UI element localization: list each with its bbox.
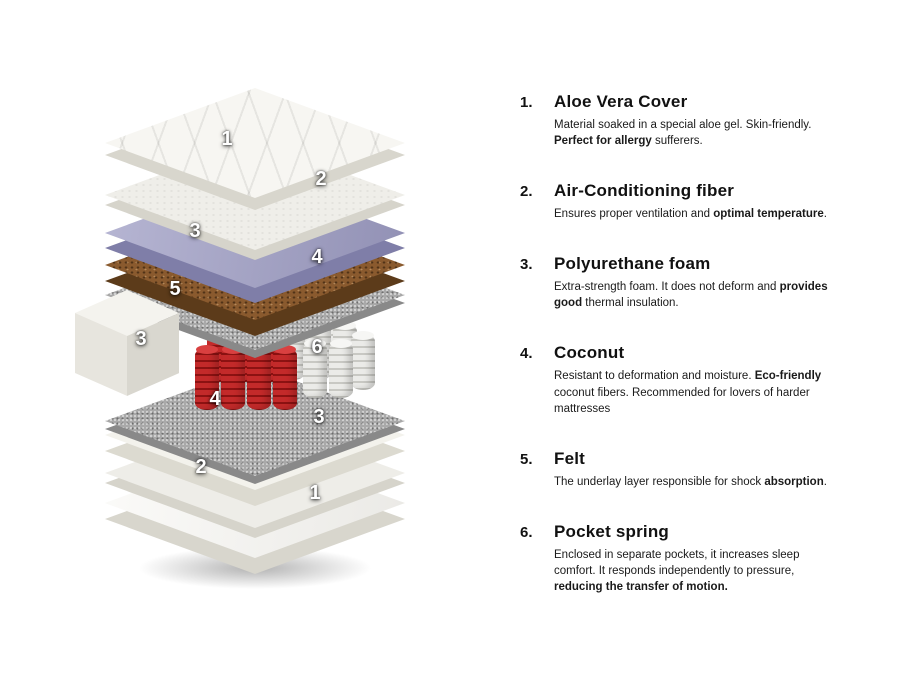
layer-aloe-vera-cover xyxy=(105,88,405,198)
legend-item-title: Aloe Vera Cover xyxy=(554,92,688,111)
legend-item-number: 3. xyxy=(520,256,533,274)
pocket-spring-white xyxy=(329,339,353,398)
legend-item-title: Felt xyxy=(554,448,586,468)
layer-number-label: 4 xyxy=(311,246,323,268)
legend-item-title: Coconut xyxy=(554,343,625,363)
legend-item-title: Air-Conditioning fiber xyxy=(554,181,735,201)
mattress-exploded-diagram: 1 2 3 4 5 3 6 4 3 2 1 xyxy=(45,78,485,608)
legend-item-description: Ensures proper ventilation and optimal t… xyxy=(554,208,827,221)
layer-number-label: 1 xyxy=(221,128,233,150)
legend: 1. Aloe Vera Cover Material soaked in a … xyxy=(520,92,840,627)
layer-number-label: 5 xyxy=(169,278,181,300)
layer-number-label: 2 xyxy=(315,168,327,190)
legend-item-polyurethane-foam: 3. Polyurethane foam Extra-strength foam… xyxy=(520,254,840,311)
legend-item-description: Enclosed in separate pockets, it increas… xyxy=(554,548,800,594)
legend-item-description: The underlay layer responsible for shock… xyxy=(554,475,827,488)
legend-item-number: 2. xyxy=(520,183,533,201)
pocket-spring-red xyxy=(247,345,271,410)
legend-item-number: 1. xyxy=(520,94,533,111)
pocket-spring-red xyxy=(273,345,297,410)
legend-item-number: 4. xyxy=(520,345,533,363)
foam-cube xyxy=(75,290,179,402)
layer-number-label: 2 xyxy=(195,456,207,478)
legend-item-aloe-vera-cover: 1. Aloe Vera Cover Material soaked in a … xyxy=(520,92,840,149)
layer-number-label: 6 xyxy=(311,336,323,358)
legend-item-description: Extra-strength foam. It does not deform … xyxy=(554,281,828,310)
legend-item-felt: 5. Felt The underlay layer responsible f… xyxy=(520,449,840,490)
layer-number-label: 3 xyxy=(189,220,201,242)
layer-number-label: 1 xyxy=(309,482,321,504)
legend-item-number: 6. xyxy=(520,523,533,541)
legend-item-coconut: 4. Coconut Resistant to deformation and … xyxy=(520,343,840,416)
layer-number-label: 3 xyxy=(135,328,147,350)
layer-number-label: 3 xyxy=(313,406,325,428)
legend-item-title: Polyurethane foam xyxy=(554,254,711,274)
legend-item-pocket-spring: 6. Pocket spring Enclosed in separate po… xyxy=(520,522,840,595)
legend-item-air-conditioning-fiber: 2. Air-Conditioning fiber Ensures proper… xyxy=(520,181,840,222)
legend-item-description: Resistant to deformation and moisture. E… xyxy=(554,370,822,415)
layer-number-label: 4 xyxy=(209,388,221,410)
legend-item-number: 5. xyxy=(520,450,533,468)
legend-item-description: Material soaked in a special aloe gel. S… xyxy=(554,119,812,148)
legend-item-title: Pocket spring xyxy=(554,521,670,541)
